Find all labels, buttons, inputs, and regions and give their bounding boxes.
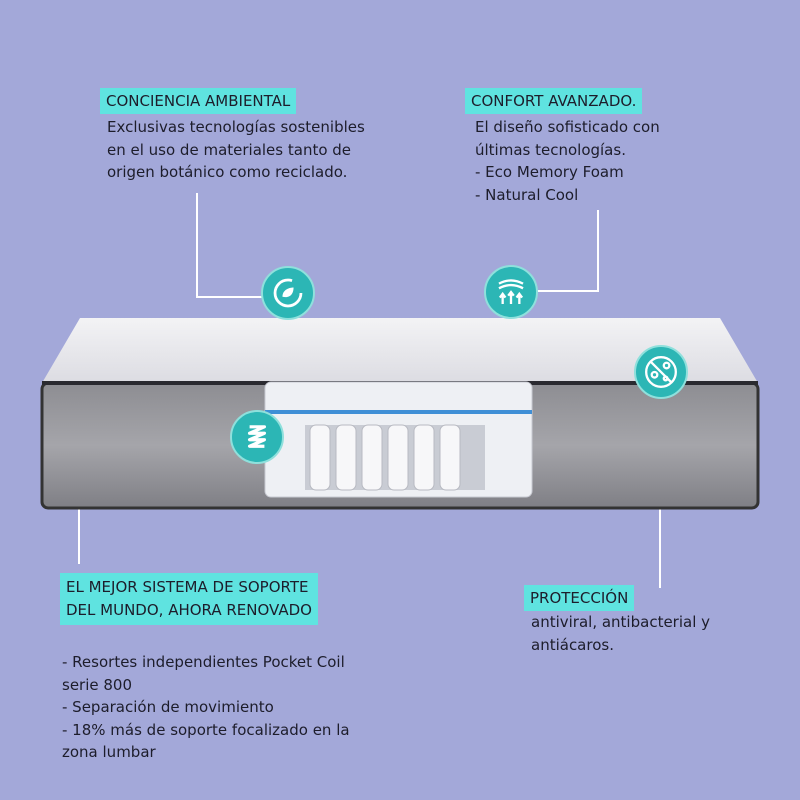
support-title-line: DEL MUNDO, AHORA RENOVADO [66,601,312,619]
eco-recycle-leaf-icon [261,266,315,320]
protection-description: antiviral, antibacterial y antiácaros. [531,611,710,656]
support-line: - Resortes independientes Pocket Coil [62,653,345,671]
connector-comfort-h [537,290,599,292]
connector-eco [196,193,198,297]
protection-line: antiviral, antibacterial y [531,613,711,631]
protection-line: antiácaros. [531,635,614,654]
support-title: EL MEJOR SISTEMA DE SOPORTE DEL MUNDO, A… [60,573,318,625]
support-line: serie 800 [62,675,133,694]
eco-title: CONCIENCIA AMBIENTAL [100,88,297,114]
eco-line: origen botánico como reciclado. [107,163,348,181]
support-description: - Resortes independientes Pocket Coil se… [62,651,350,764]
comfort-description: El diseño sofisticado con últimas tecnol… [475,116,660,206]
comfort-line: - Eco Memory Foam [475,163,624,181]
support-line: - Separación de movimiento [62,698,274,716]
protection-title: PROTECCIÓN [524,585,635,611]
eco-line: en el uso de materiales tanto de [107,140,352,159]
eco-line: Exclusivas tecnologías sostenibles [107,118,365,136]
comfort-title: CONFORT AVANZADO. [465,88,643,114]
spring-coil-icon [230,410,284,464]
support-line: - 18% más de soporte focalizado en la [62,720,350,739]
antibacterial-icon [634,345,688,399]
connector-comfort [597,210,599,291]
eco-description: Exclusivas tecnologías sostenibles en el… [107,116,365,184]
comfort-line: El diseño sofisticado con [475,118,660,136]
comfort-line: últimas tecnologías. [475,140,626,159]
support-title-line: EL MEJOR SISTEMA DE SOPORTE [66,578,309,596]
comfort-line: - Natural Cool [475,185,579,204]
support-line: zona lumbar [62,743,156,761]
comfort-airflow-icon [484,265,538,319]
connector-eco-h [196,296,266,298]
